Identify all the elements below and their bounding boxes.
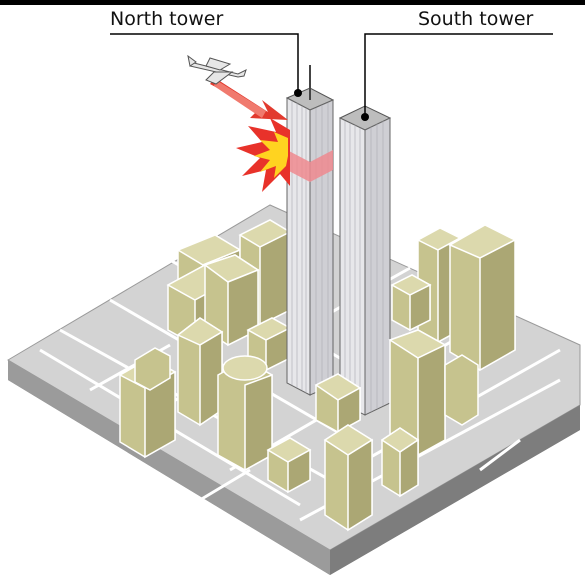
top-border-bar: [0, 0, 585, 5]
south-tower: [340, 106, 390, 415]
north-tower: [287, 65, 333, 395]
north-tower-label: North tower: [110, 10, 223, 29]
south-tower-label: South tower: [418, 10, 533, 29]
impact-arrow-icon: [210, 78, 288, 120]
dome-roof: [223, 356, 267, 380]
explosion-icon: [236, 118, 290, 192]
airplane-icon: [188, 56, 246, 84]
